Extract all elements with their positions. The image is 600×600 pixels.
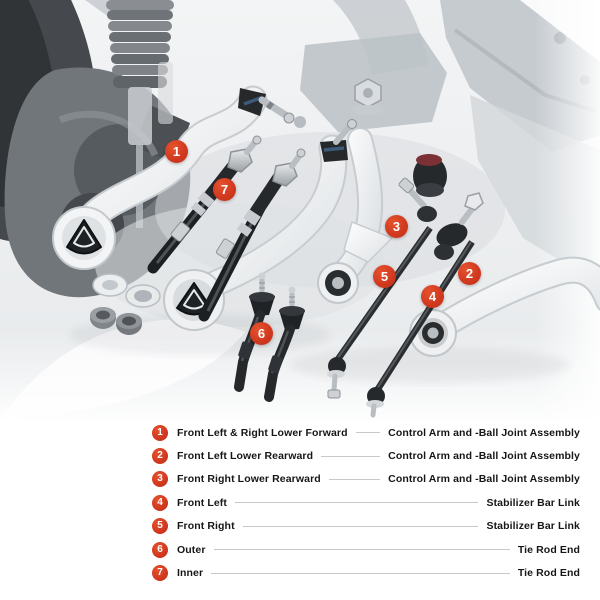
ball-joint-2 — [320, 119, 357, 162]
part-marker-6: 6 — [250, 322, 273, 345]
part-name: Tie Rod End — [517, 543, 580, 556]
part-name: Control Arm and -Ball Joint Assembly — [388, 450, 580, 463]
connector-line — [321, 455, 381, 457]
strut-bellows — [106, 0, 174, 228]
legend-row: 2 Front Left Lower Rearward Control Arm … — [152, 444, 580, 467]
bushings — [90, 307, 142, 335]
part-name: Control Arm and -Ball Joint Assembly — [388, 426, 580, 439]
part-marker-1: 1 — [165, 140, 188, 163]
part-position-label: Front Left — [177, 496, 227, 509]
outer-tie-rod-end-left — [234, 272, 275, 392]
part-marker-2: 2 — [458, 262, 481, 285]
control-arm-rearward-left — [409, 256, 600, 357]
inner-tie-rod-right — [198, 148, 306, 322]
part-marker-5: 5 — [373, 265, 396, 288]
legend-row: 1 Front Left & Right Lower Forward Contr… — [152, 421, 580, 444]
connector-line — [211, 572, 510, 574]
legend-row: 3 Front Right Lower Rearward Control Arm… — [152, 468, 580, 491]
part-position-label: Front Left Lower Rearward — [177, 450, 314, 463]
part-position-label: Front Left & Right Lower Forward — [177, 426, 348, 439]
right-fade — [535, 0, 600, 420]
connector-line — [235, 502, 479, 504]
part-number-badge: 7 — [152, 565, 168, 582]
legend-row: 6 Outer Tie Rod End — [152, 538, 580, 561]
part-number-badge: 3 — [152, 471, 168, 488]
part-number-badge: 5 — [152, 518, 168, 535]
control-arm-rearward-right — [317, 127, 394, 304]
legend-row: 7 Inner Tie Rod End — [152, 561, 580, 584]
part-number-badge: 6 — [152, 541, 168, 558]
part-position-label: Outer — [177, 543, 206, 556]
ball-joint-1 — [238, 88, 295, 124]
legend-row: 4 Front Left Stabilizer Bar Link — [152, 491, 580, 514]
part-marker-7: 7 — [213, 178, 236, 201]
washers — [92, 273, 161, 308]
stabilizer-link-right — [327, 154, 447, 399]
connector-line — [242, 525, 479, 527]
part-number-badge: 1 — [152, 424, 168, 441]
control-arm-forward-left — [52, 85, 295, 270]
part-position-label: Inner — [177, 567, 204, 580]
connector-line — [328, 478, 381, 480]
inner-tie-rod-left — [147, 135, 262, 274]
part-name: Stabilizer Bar Link — [486, 520, 580, 533]
parts-legend: 1 Front Left & Right Lower Forward Contr… — [152, 421, 580, 585]
wheel-arch — [85, 0, 429, 76]
part-position-label: Front Right — [177, 520, 235, 533]
part-name: Tie Rod End — [517, 567, 580, 580]
corner-highlight — [520, 0, 600, 62]
part-name: Stabilizer Bar Link — [486, 496, 580, 509]
part-marker-3: 3 — [385, 215, 408, 238]
outer-tie-rod-end-right — [264, 286, 305, 402]
part-marker-4: 4 — [421, 285, 444, 308]
legend-row: 5 Front Right Stabilizer Bar Link — [152, 515, 580, 538]
part-position-label: Front Right Lower Rearward — [177, 473, 321, 486]
connector-line — [213, 549, 510, 551]
part-shadow-2 — [290, 347, 570, 383]
part-number-badge: 4 — [152, 494, 168, 511]
connector-line — [355, 432, 381, 434]
suspension-kit-illustration — [0, 0, 600, 420]
stabilizer-link-left — [366, 192, 484, 418]
suspension-kit-photo: 1 2 3 4 5 6 7 — [0, 0, 600, 420]
part-number-badge: 2 — [152, 448, 168, 465]
part-name: Control Arm and -Ball Joint Assembly — [388, 473, 580, 486]
